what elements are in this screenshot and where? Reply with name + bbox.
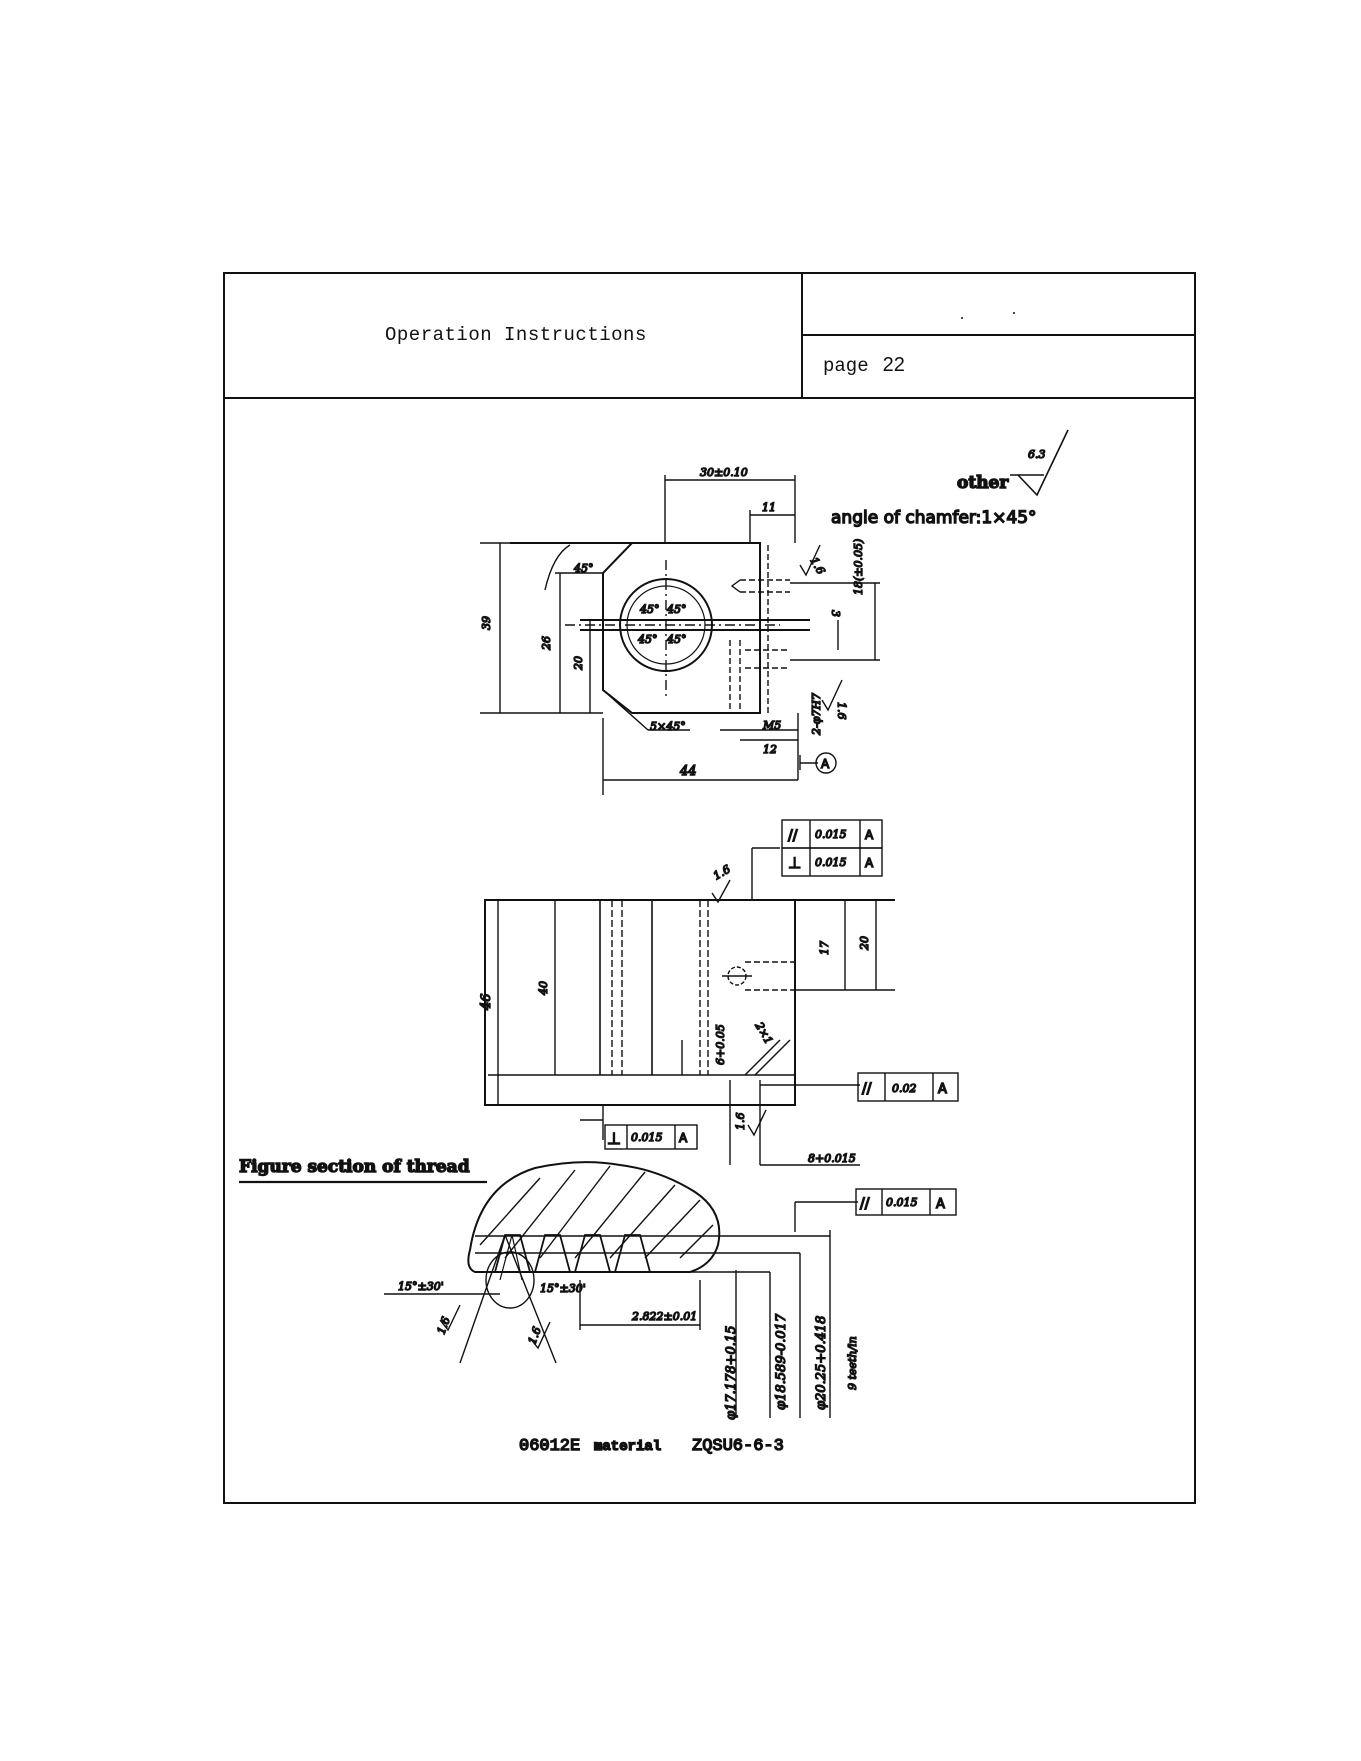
title-block-rule	[802, 334, 1194, 336]
fcf2-symbol: ⊥	[788, 854, 801, 872]
drawing-sheet: Operation Instructions page 22	[223, 272, 1196, 1504]
other-label: other	[957, 473, 1009, 493]
angle-45-chamfer: 45°	[573, 562, 594, 575]
fcf5-value: 0.015	[886, 1196, 918, 1209]
speck	[961, 317, 963, 319]
side-dim-8: 8+0.015	[808, 1152, 856, 1165]
chamfer-5x45: 5×45°	[650, 720, 686, 733]
holes-7h7: 2-φ7H7	[810, 693, 823, 736]
thread-dia-17: φ17.178+0.15	[724, 1326, 739, 1420]
side-dim-40: 40	[537, 981, 550, 996]
side-dim-17: 17	[818, 941, 831, 955]
fcf-side-right	[857, 1072, 959, 1102]
fcf4-symbol: ⊥	[607, 1129, 621, 1148]
roughness-holes: 1.6	[835, 702, 848, 720]
thread-profile	[384, 1161, 858, 1418]
angle-45-d: 45°	[666, 633, 687, 646]
page-indicator: page 22	[823, 354, 905, 377]
page-label: page	[823, 355, 869, 377]
dim-44: 44	[679, 764, 697, 779]
dim-3: 3	[829, 610, 842, 617]
thread-m5: M5	[762, 719, 781, 732]
chamfer-note: angle of chamfer:1×45°	[831, 508, 1037, 528]
thread-dia-20: φ20.25+0.418	[814, 1316, 829, 1410]
section-title: Figure section of thread	[239, 1157, 470, 1177]
fcf2-value: 0.015	[815, 856, 847, 869]
fcf4-datum: A	[679, 1131, 688, 1145]
fcf4-value: 0.015	[631, 1131, 663, 1144]
footer-code: 06012E	[519, 1437, 580, 1456]
dim-12: 12	[763, 743, 777, 756]
roughness-other-value: 6.3	[1028, 448, 1046, 461]
roughness-symbol	[1010, 429, 1069, 497]
dim-20: 20	[572, 656, 585, 671]
angle-45-c: 45°	[637, 633, 658, 646]
page-number: 22	[882, 354, 905, 376]
footer-material-label: material	[594, 1439, 661, 1455]
side-view	[484, 847, 895, 1166]
fcf-side-upper	[781, 819, 883, 877]
dim-30: 30±0.10	[700, 466, 748, 479]
dim-18: 18(±0.05)	[852, 539, 865, 595]
speck	[1013, 312, 1015, 314]
footer-material: ZQSU6-6-3	[692, 1437, 784, 1456]
thread-angle-a: 15°±30'	[398, 1280, 444, 1293]
thread-teeth: 9 teeth/in	[846, 1336, 859, 1390]
title-block-divider	[801, 274, 803, 397]
side-dim-6: 6+0.05	[714, 1024, 727, 1065]
fcf-side-bottom	[604, 1124, 698, 1150]
angle-45-a: 45°	[639, 603, 660, 616]
fcf3-symbol: //	[862, 1081, 872, 1097]
side-dim-46: 46	[479, 993, 494, 1011]
fcf1-symbol: //	[788, 828, 798, 844]
dim-39: 39	[480, 616, 493, 630]
dim-26: 26	[540, 636, 553, 651]
fcf1-datum: A	[865, 828, 874, 842]
fcf3-value: 0.02	[892, 1082, 917, 1095]
document-title: Operation Instructions	[385, 324, 647, 346]
side-roughness: 1.6	[711, 863, 733, 883]
fcf5-symbol: //	[860, 1196, 870, 1212]
side-chamfer: 2×1	[752, 1019, 775, 1046]
title-block: Operation Instructions page 22	[225, 274, 1194, 399]
thread-angle-b: 15°±30'	[540, 1282, 586, 1295]
thread-dia-18: φ18.589-0.017	[774, 1313, 789, 1410]
thread-roughness-a: 1.6	[435, 1315, 453, 1336]
side-roughness-b: 1.6	[734, 1113, 747, 1131]
fcf1-value: 0.015	[815, 828, 847, 841]
dim-11: 11	[762, 501, 776, 514]
top-view	[480, 475, 880, 795]
fcf-thread	[855, 1188, 957, 1216]
datum-label: A	[821, 757, 830, 771]
fcf5-datum: A	[936, 1197, 945, 1212]
angle-45-b: 45°	[666, 603, 687, 616]
side-dim-20: 20	[858, 936, 871, 951]
fcf2-datum: A	[865, 856, 874, 870]
thread-roughness-b: 1.6	[526, 1325, 544, 1346]
fcf3-datum: A	[938, 1082, 947, 1097]
thread-pitch: 2.822±0.01	[631, 1310, 697, 1323]
footer-line: 06012E material ZQSU6-6-3	[518, 1436, 784, 1456]
roughness-top: 1.6	[807, 555, 827, 577]
